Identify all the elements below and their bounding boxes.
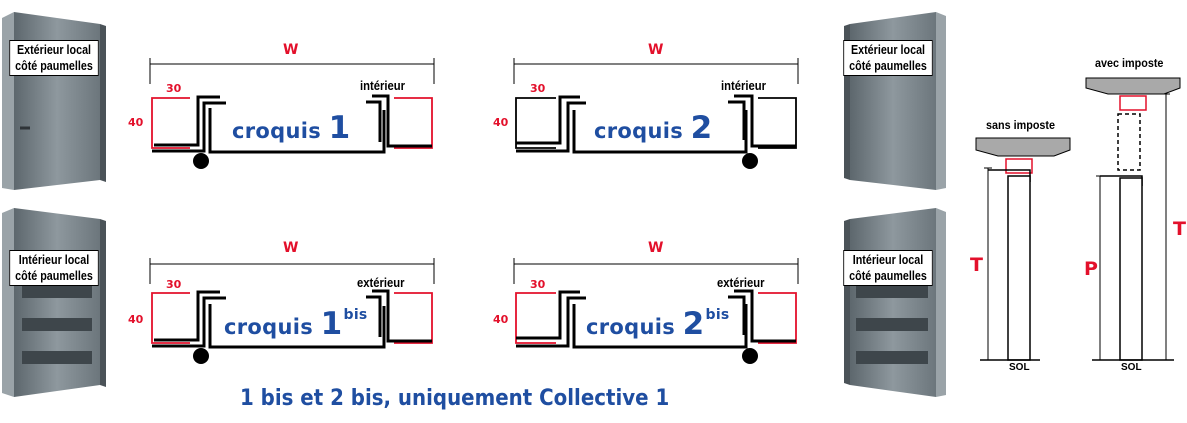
door-exterior-right-image [844, 12, 946, 190]
door-interior-right-image [844, 208, 946, 397]
door-exterior-left-image [2, 12, 106, 190]
width-label-1: W [283, 42, 299, 58]
dim-30-label-1-bis: 30 [166, 278, 182, 291]
dim-30-label-2-bis: 30 [530, 278, 546, 291]
side-label-exterior-1-bis: extérieur [357, 276, 405, 290]
height-T-label-right: T [1173, 218, 1186, 240]
height-P-label: P [1084, 258, 1098, 280]
frame-section-croquis-1-bis [149, 258, 435, 364]
dim-40-label-2: 40 [493, 116, 509, 129]
dim-40-label-2-bis: 40 [493, 313, 509, 326]
footer-note: 1 bis et 2 bis, uniquement Collective 1 [240, 386, 670, 411]
dim-30-label-2: 30 [530, 82, 546, 95]
elevation-without-transom-label: sans imposte [986, 118, 1056, 132]
floor-label-right: SOL [1121, 362, 1142, 373]
dim-40-label-1: 40 [128, 116, 144, 129]
width-label-2-bis: W [648, 240, 664, 256]
elevation-diagrams [975, 77, 1181, 361]
croquis-2-title: croquis 2 [594, 110, 713, 146]
side-label-exterior-2-bis: extérieur [717, 276, 765, 290]
floor-label-left: SOL [1009, 362, 1030, 373]
dim-30-label-1: 30 [166, 82, 182, 95]
side-label-interior-1: intérieur [360, 79, 406, 93]
width-label-2: W [648, 42, 664, 58]
frame-section-croquis-1 [149, 58, 435, 169]
height-T-label-left: T [970, 254, 983, 276]
door-interior-left-image [2, 208, 106, 397]
dim-40-label-1-bis: 40 [128, 313, 144, 326]
croquis-2-bis-title: croquis 2bis [586, 306, 730, 342]
width-label-1-bis: W [283, 240, 299, 256]
elevation-with-transom-label: avec imposte [1095, 56, 1164, 70]
frame-section-croquis-2-bis [513, 258, 799, 364]
croquis-1-title: croquis 1 [232, 110, 351, 146]
side-label-interior-2: intérieur [721, 79, 767, 93]
frame-section-croquis-2 [513, 58, 799, 169]
croquis-1-bis-title: croquis 1bis [224, 306, 368, 342]
